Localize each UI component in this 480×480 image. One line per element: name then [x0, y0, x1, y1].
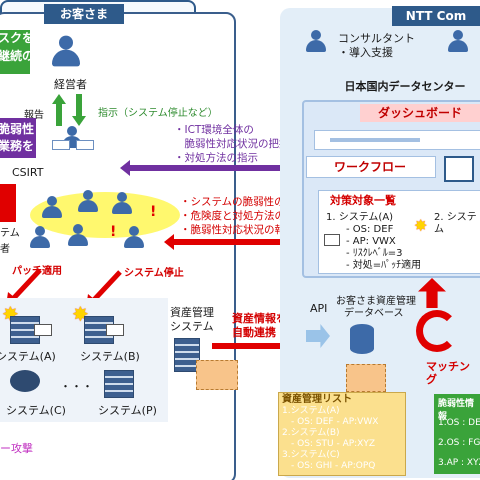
alert-mark-icon: !: [150, 204, 157, 220]
alert-mark-icon: !: [110, 224, 117, 240]
system-p-label: システム(P): [98, 404, 157, 417]
asset-list-line: 3.システム(C): [282, 450, 340, 460]
vuln-list-box: [434, 394, 480, 474]
consultant-line-2: ・導入支援: [338, 46, 393, 59]
vuln-list-line: 2.OS : FGH: [438, 438, 480, 448]
staff-point: ・システムの脆弱性の把握: [180, 196, 306, 208]
csirt-link-arrow-icon: [120, 160, 306, 176]
target-item-2: 2. システム: [434, 212, 477, 235]
staff-person-icon: [112, 192, 132, 214]
asset-list-box: [278, 392, 406, 476]
auto-link-line-1: 資産情報を: [232, 312, 287, 325]
datacenter-title: 日本国内データセンター: [344, 80, 466, 93]
vuln-list-title: 脆弱性情報: [438, 399, 475, 422]
csirt-label: CSIRT: [12, 166, 44, 179]
csirt-tag-line-1: 脆弱性: [0, 122, 35, 136]
csirt-tag-line-2: 業務を: [0, 139, 35, 153]
staff-person-icon: [78, 190, 98, 212]
db-line-2: データベース: [344, 308, 404, 319]
customer-title: お客さま: [44, 4, 124, 24]
asset-list-line: 2.システム(B): [282, 428, 340, 438]
asset-list-title: 資産管理リスト: [282, 394, 352, 405]
staff-person-icon: [42, 196, 62, 218]
asset-system-label-2: システム: [170, 320, 214, 333]
warning-star-icon: ✸: [414, 216, 428, 235]
monitor-icon: [76, 140, 94, 150]
envelope-icon: [34, 324, 52, 336]
staff-point: ・危険度と対処方法の確認: [180, 210, 306, 222]
api-label: API: [310, 302, 328, 315]
asset-list-line: - OS: STU - AP:XYZ: [282, 439, 376, 449]
system-a-label: システム(A): [0, 350, 56, 363]
exec-tag-line-1: スクを: [0, 31, 35, 45]
window-line: [330, 138, 420, 142]
db-callout-marker: [346, 364, 386, 392]
matching-label: マッチング: [426, 360, 470, 386]
staff-link-arrow-icon: [164, 234, 306, 250]
database-icon: [350, 324, 374, 354]
workflow-box: [306, 156, 436, 178]
asset-list-line: - OS: GHI - AP:OPQ: [282, 461, 376, 471]
order-label: 指示（システム停止など）: [98, 108, 218, 119]
csirt-point: ・ICT環境全体の: [174, 124, 254, 136]
detail-line: - ﾘｽｸﾚﾍﾞﾙ=3: [346, 248, 403, 259]
csirt-point: ・対処方法の指示: [174, 152, 258, 164]
detail-line: - 対処=ﾊﾟｯﾁ適用: [346, 260, 422, 271]
auto-link-line-2: 自動連携: [232, 326, 276, 339]
target-item-1: 1. システム(A): [326, 212, 394, 223]
csirt-point: 脆弱性対応状況の把握: [174, 138, 290, 150]
detail-line: - OS: DEF: [346, 224, 394, 235]
router-icon: [10, 370, 40, 392]
workflow-label: ワークフロー: [334, 160, 407, 174]
executive-person-icon: [52, 35, 80, 67]
staff-label-line-2: 者: [0, 244, 10, 255]
dots: ・・・: [60, 380, 93, 393]
report-arrow-icon: [52, 94, 66, 126]
server-icon: [104, 370, 134, 398]
csirt-tag: [0, 118, 36, 158]
matching-cycle-icon: [416, 310, 458, 352]
server-icon: [10, 316, 40, 344]
monitor-icon: [52, 140, 70, 150]
system-c-label: システム(C): [6, 404, 66, 417]
asset-callout-marker: [196, 360, 238, 390]
dashboard-title: ダッシュボード: [360, 104, 480, 122]
staff-point: ・脆弱性対応状況の報告: [180, 224, 296, 236]
consultant-person-icon: [306, 30, 326, 52]
staff-person-icon: [124, 226, 144, 248]
staff-tag: [0, 184, 16, 222]
ntt-title: NTT Com: [392, 6, 480, 26]
auto-link-arrow-icon: [212, 338, 304, 354]
server-icon: [174, 338, 200, 372]
staff-person-icon: [30, 226, 50, 248]
exec-tag-line-2: 継続の: [0, 49, 35, 63]
support-person-icon: [448, 30, 468, 52]
flow-chart-icon: [444, 156, 474, 182]
order-arrow-icon: [72, 94, 86, 126]
asset-list-line: 1.システム(A): [282, 406, 340, 416]
consultant-line-1: コンサルタント: [338, 32, 415, 45]
system-b-label: システム(B): [80, 350, 140, 363]
stop-label: システム停止: [124, 268, 184, 279]
exec-tag: [0, 30, 30, 74]
staff-label-line-1: テム: [0, 228, 20, 239]
staff-person-icon: [68, 224, 88, 246]
vuln-list-line: 3.AP : XYZ: [438, 458, 480, 468]
target-list-title: 対策対象一覧: [330, 194, 396, 207]
attack-label: ー攻撃: [0, 442, 33, 455]
db-line-1: お客さま資産管理: [336, 296, 416, 307]
target-list-box: [318, 190, 480, 274]
report-label: 報告: [24, 110, 44, 121]
envelope-icon: [106, 324, 124, 336]
detail-line: - AP: VWX: [346, 236, 396, 247]
envelope-icon: [324, 234, 340, 246]
vuln-list-line: 1.OS : DEF: [438, 418, 480, 428]
exec-label: 経営者: [54, 78, 87, 91]
asset-system-label-1: 資産管理: [170, 306, 214, 319]
asset-list-line: - OS: DEF - AP:VWX: [282, 417, 379, 427]
